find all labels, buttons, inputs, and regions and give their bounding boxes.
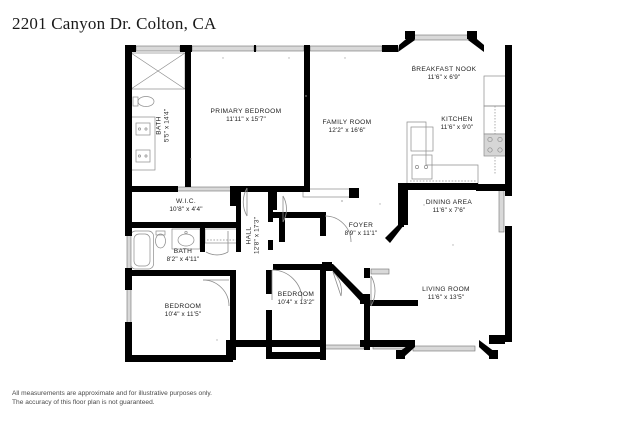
disclaimer-line-1: All measurements are approximate and for… [12,390,212,397]
window-living-bay [412,345,476,352]
page-title: 2201 Canyon Dr. Colton, CA [12,14,217,33]
window-wic-top [175,186,233,192]
kitchen-counter [406,121,479,187]
door-bedroom-2 [271,269,303,301]
toilet-fixture-primary [132,96,155,107]
half-wall-foyer [302,188,352,198]
door-foyer-interior [370,275,376,307]
door-foyer-entry [332,271,342,297]
window-foyer-lower [370,268,390,275]
shower-fixture [130,52,186,90]
vanity-fixture-primary [130,116,156,171]
window-primary-bedroom-a [191,45,255,52]
window-breakfast-nook [410,34,472,41]
disclaimer-line-2: The accuracy of this floor plan is not g… [12,399,155,406]
artifact-dots [190,57,454,341]
sink-fixture-hall [171,228,201,250]
door-bedroom-2-closet [324,215,352,243]
window-bedroom-left [126,284,132,328]
half-wall-cap [349,188,359,198]
door-bedroom-1 [202,279,230,307]
door-primary-bedroom [242,187,248,217]
window-dining-right [498,189,505,233]
counter-fixture-hall [204,228,241,244]
window-primary-bath [135,45,181,52]
kitchen-cabinets [483,75,507,175]
door-hall-bath [205,231,229,256]
door-wic [282,195,287,223]
window-hall-bath-left [126,231,132,273]
doors-layer [202,187,376,307]
bathtub-fixture [130,230,154,270]
window-bedroom2-bottom [321,344,365,350]
window-family-room-top [309,45,383,52]
window-primary-bedroom-b [255,45,305,52]
disclaimer-text: All measurements are approximate and for… [12,389,212,407]
walls-layer [125,31,512,362]
toilet-fixture-hall [155,230,166,249]
